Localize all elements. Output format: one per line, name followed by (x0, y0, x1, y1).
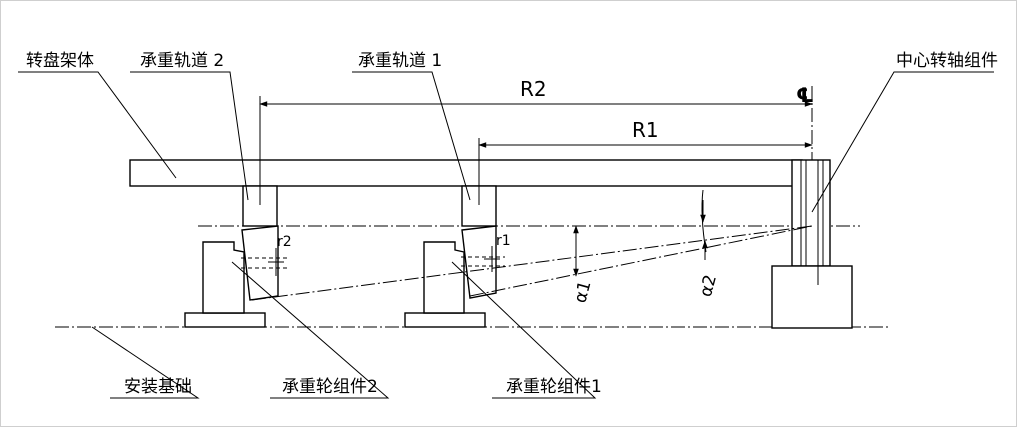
center-shaft-label: 中心转轴组件 (896, 51, 998, 71)
leader-lines (18, 71, 994, 399)
center-shaft-assembly (771, 159, 853, 329)
turntable-frame (129, 159, 803, 187)
bearing-wheel-assembly-2 (184, 225, 290, 328)
incline-line-1 (469, 225, 813, 297)
turntable-frame-label: 转盘架体 (26, 51, 94, 71)
track-2-label: 承重轨道 2 (140, 51, 224, 71)
center-mark-icon: ℄ (796, 83, 814, 107)
wheel-assembly-2-label: 承重轮组件2 (282, 377, 378, 397)
alpha1-label: α1 (570, 279, 595, 305)
track-1-label: 承重轨道 1 (358, 51, 442, 71)
incline-line-2 (251, 225, 813, 301)
alpha2-label: α2 (696, 273, 721, 299)
bearing-wheel-assembly-1 (404, 225, 505, 328)
r1-label: R1 (632, 118, 659, 142)
r2-label: R2 (520, 77, 547, 101)
foundation-label: 安装基础 (124, 377, 192, 397)
wheel-assembly-1-label: 承重轮组件1 (506, 377, 602, 397)
r1-small-label: r1 (496, 233, 511, 249)
r2-small-label: r2 (277, 234, 292, 250)
